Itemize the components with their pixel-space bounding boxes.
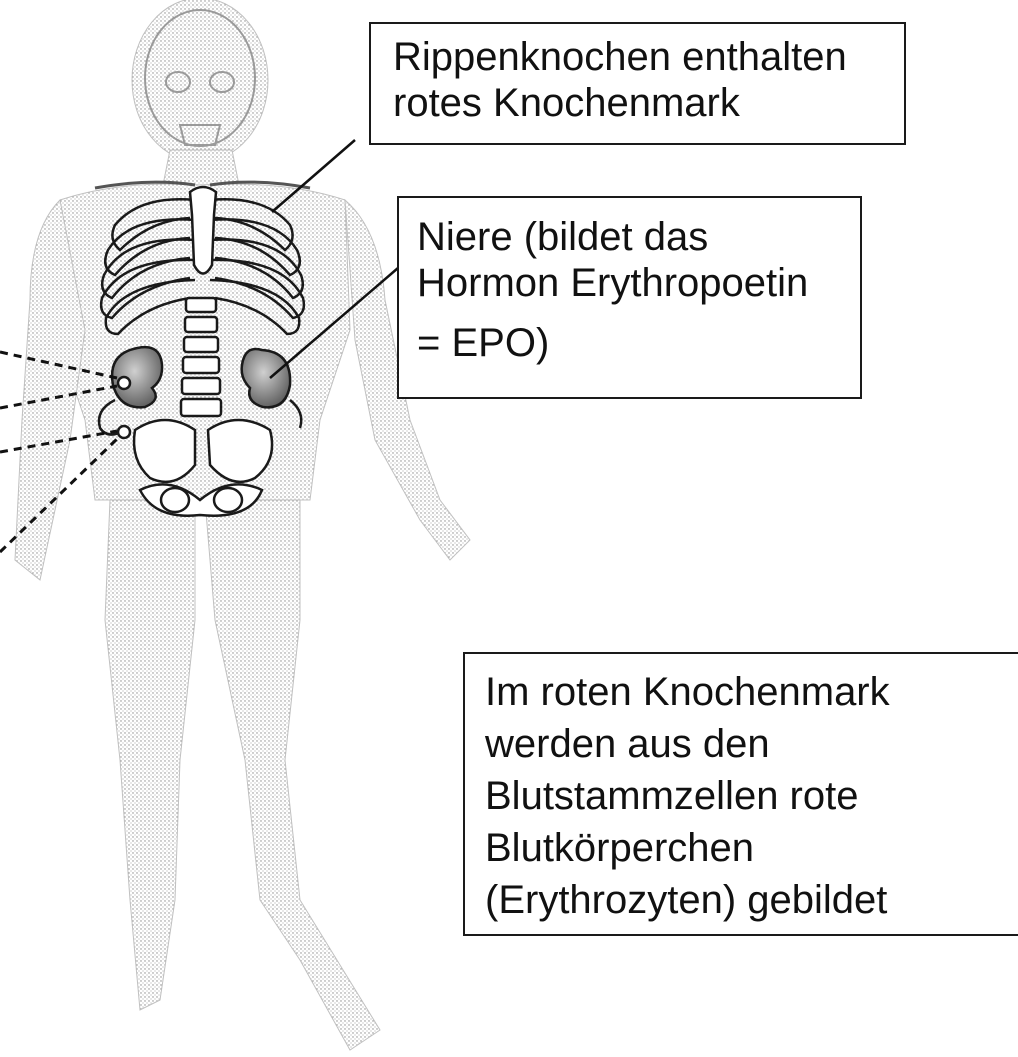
kidney-left — [112, 347, 162, 407]
body-silhouette — [15, 0, 470, 1050]
right-leg-silhouette — [205, 500, 380, 1050]
callout-ribs-line-2: rotes Knochenmark — [393, 80, 904, 126]
callout-marrow-line-4: Blutkörperchen — [485, 822, 1018, 874]
head-silhouette — [132, 0, 268, 162]
marrow-marker-upper — [118, 377, 130, 389]
sternum — [190, 187, 216, 274]
callout-kidney-line-1: Niere (bildet das — [417, 214, 860, 260]
callout-marrow-line-2: werden aus den — [485, 718, 1018, 770]
callout-marrow-line-3: Blutstammzellen rote — [485, 770, 1018, 822]
callout-marrow-line-5: (Erythrozyten) gebildet — [485, 874, 1018, 926]
callout-marrow: Im roten Knochenmark werden aus den Blut… — [463, 652, 1018, 936]
callout-ribs-line-1: Rippenknochen enthalten — [393, 34, 904, 80]
callout-kidney-line-2: Hormon Erythropoetin — [417, 260, 860, 306]
callout-kidney: Niere (bildet das Hormon Erythropoetin =… — [397, 196, 862, 399]
left-leg-silhouette — [105, 500, 195, 1010]
callout-kidney-line-3: = EPO) — [417, 320, 860, 366]
callout-ribs: Rippenknochen enthalten rotes Knochenmar… — [369, 22, 906, 145]
callout-marrow-line-1: Im roten Knochenmark — [485, 666, 1018, 718]
marrow-marker-lower — [118, 426, 130, 438]
